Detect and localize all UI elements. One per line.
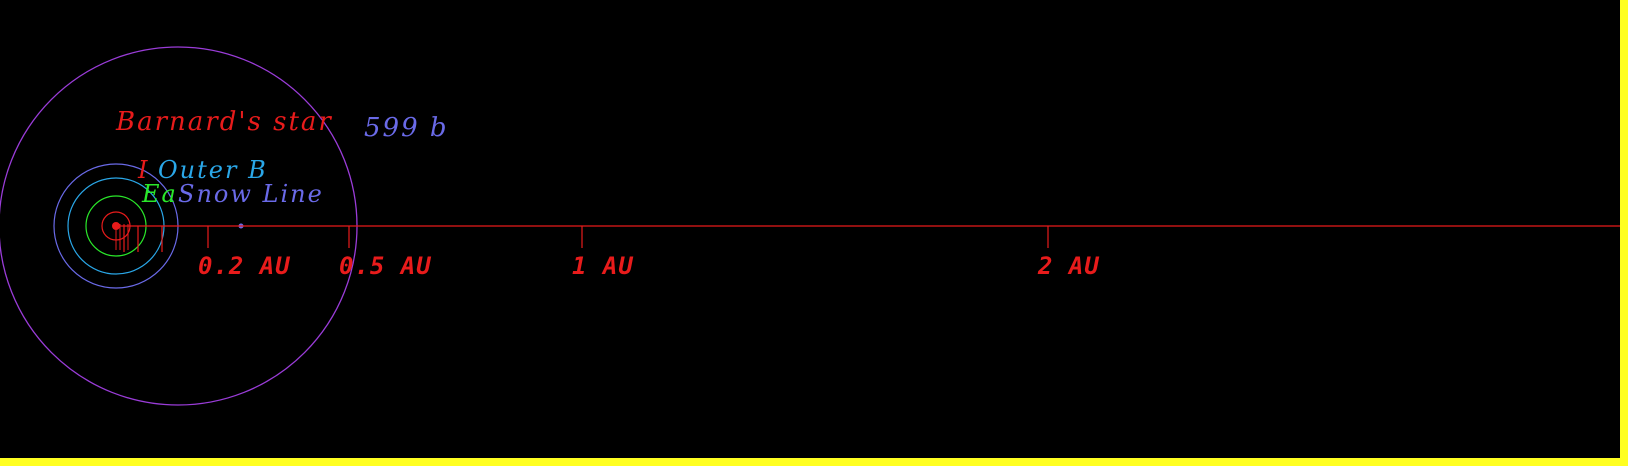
star-name-label: Barnard's star: [115, 107, 333, 137]
right-border: [1620, 0, 1628, 466]
bottom-border: [0, 458, 1628, 466]
axis-tick-label: 2 AU: [1037, 252, 1100, 280]
zone-label: Ea: [141, 180, 178, 208]
planet-name-label: 599 b: [364, 113, 449, 143]
zone-label: Snow Line: [178, 180, 324, 208]
distance-axis: 0.2 AU 0.5 AU 1 AU 2 AU: [116, 225, 1620, 280]
zone-label: I: [137, 156, 149, 184]
axis-tick-label: 0.2 AU: [198, 252, 291, 280]
zone-label: Outer B: [158, 156, 268, 184]
axis-tick-label: 0.5 AU: [339, 252, 432, 280]
orbit-diagram: 0.2 AU 0.5 AU 1 AU 2 AU Barnard's star 599 b…: [0, 46, 1620, 406]
axis-tick-label: 1 AU: [572, 252, 634, 280]
